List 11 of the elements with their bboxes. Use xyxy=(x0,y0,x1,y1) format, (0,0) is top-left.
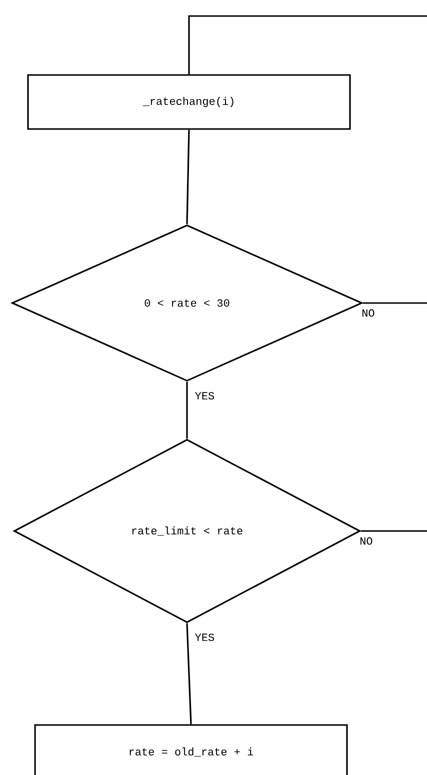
edge-label: YES xyxy=(194,632,216,642)
process-box: _ratechange(i) xyxy=(27,74,351,130)
connector-line xyxy=(186,130,190,224)
connector-line xyxy=(188,15,427,74)
process-box: rate = old_rate + i xyxy=(34,724,348,775)
connector-line xyxy=(362,302,427,304)
edge-label: YES xyxy=(194,391,216,401)
connector-line xyxy=(186,382,188,439)
connector-line xyxy=(360,530,427,532)
connector-line xyxy=(186,623,192,724)
edge-label: NO xyxy=(358,536,374,546)
